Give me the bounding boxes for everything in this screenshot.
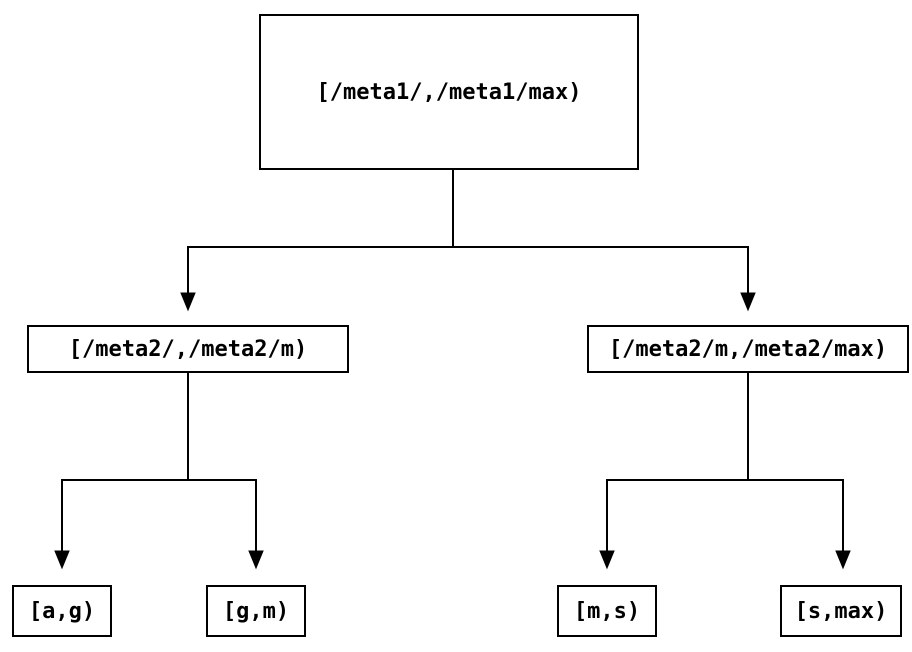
node-leaf-g-m-label: [g,m) (222, 598, 290, 624)
node-level1-right-label: [/meta2/m,/meta2/max) (608, 336, 888, 362)
node-level1-left: [/meta2/,/meta2/m) (27, 325, 349, 373)
node-leaf-s-max: [s,max) (780, 585, 902, 637)
node-level1-left-label: [/meta2/,/meta2/m) (68, 336, 308, 362)
arrowhead-icon (740, 292, 756, 312)
arrowhead-icon (599, 550, 615, 570)
node-leaf-m-s: [m,s) (557, 585, 657, 637)
arrowhead-icon (835, 550, 851, 570)
node-leaf-a-g: [a,g) (12, 585, 112, 637)
node-root: [/meta1/,/meta1/max) (259, 14, 639, 170)
node-root-label: [/meta1/,/meta1/max) (316, 79, 582, 105)
arrowhead-icon (54, 550, 70, 570)
node-level1-right: [/meta2/m,/meta2/max) (587, 325, 909, 373)
arrowhead-icon (180, 292, 196, 312)
node-leaf-s-max-label: [s,max) (794, 598, 888, 624)
node-leaf-g-m: [g,m) (206, 585, 306, 637)
node-leaf-m-s-label: [m,s) (573, 598, 641, 624)
node-leaf-a-g-label: [a,g) (28, 598, 96, 624)
arrowhead-icon (248, 550, 264, 570)
